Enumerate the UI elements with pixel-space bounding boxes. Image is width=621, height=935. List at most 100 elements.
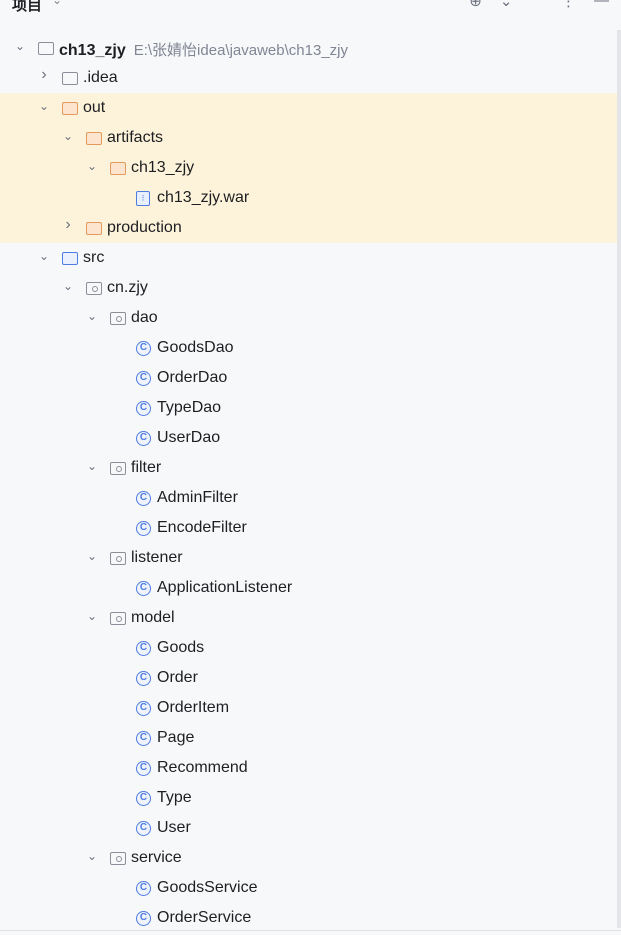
chevron-down-icon[interactable]: ⌄ <box>52 0 63 7</box>
tree-item[interactable]: C Goods <box>0 633 617 663</box>
class-icon: C <box>136 431 151 446</box>
chevron-down-icon[interactable]: ⌄ <box>38 99 50 113</box>
class-icon: C <box>136 911 151 926</box>
tree-item[interactable]: ⌄ model <box>0 603 617 633</box>
tree-item-text: GoodsService <box>157 879 258 897</box>
tree-item[interactable]: › production <box>0 213 617 243</box>
tree-item[interactable]: ⌄ ch13_zjy <box>0 153 617 183</box>
project-panel-header: 项目 ⌄ ⊕ ⌄ ⌃ ⋮ — <box>0 0 621 18</box>
chevron-down-icon[interactable]: ⌄ <box>62 129 74 143</box>
collapse-all-icon[interactable]: ⌃ <box>530 0 543 10</box>
project-tree: ⌄ ch13_zjy E:\张婧怡idea\javaweb\ch13_zjy › .id… <box>0 33 617 933</box>
tree-item[interactable]: C Page <box>0 723 617 753</box>
scrollbar[interactable] <box>617 30 621 928</box>
tree-item[interactable]: ⌄ src <box>0 243 617 273</box>
chevron-down-icon[interactable]: ⌄ <box>86 549 98 563</box>
tree-item-text: AdminFilter <box>157 489 238 507</box>
tree-item-text: ch13_zjy E:\张婧怡idea\javaweb\ch13_zjy <box>59 39 348 60</box>
chevron-right-icon[interactable]: › <box>65 216 71 233</box>
tree-item-label: dao <box>131 309 158 326</box>
tree-item-text: Goods <box>157 639 204 657</box>
tree-item-label: TypeDao <box>157 399 222 416</box>
tree-item[interactable]: ⌄ artifacts <box>0 123 617 153</box>
class-icon: C <box>136 341 151 356</box>
chevron-down-icon[interactable]: ⌄ <box>62 279 74 293</box>
tree-item-text: OrderDao <box>157 369 227 387</box>
tree-item-label: AdminFilter <box>157 489 238 506</box>
tree-item[interactable]: ⌄ filter <box>0 453 617 483</box>
class-icon: C <box>136 791 151 806</box>
tree-item-text: production <box>107 219 182 237</box>
tree-item-text: model <box>131 609 175 627</box>
chevron-down-icon[interactable]: ⌄ <box>86 849 98 863</box>
chevron-down-icon[interactable]: ⌄ <box>86 609 98 623</box>
chevron-down-icon[interactable]: ⌄ <box>14 39 26 53</box>
tree-item-label: ch13_zjy <box>131 159 195 176</box>
tree-item-label: Order <box>157 669 198 686</box>
tree-item[interactable]: ⌄out <box>0 93 617 123</box>
tree-item[interactable]: C UserDao <box>0 423 617 453</box>
tree-item[interactable]: C GoodsDao <box>0 333 617 363</box>
chevron-down-icon[interactable]: ⌄ <box>86 459 98 473</box>
class-icon: C <box>136 521 151 536</box>
tree-item-label: OrderDao <box>157 369 228 386</box>
tree-item-text: Order <box>157 669 198 687</box>
tree-item-text: EncodeFilter <box>157 519 247 537</box>
folder-icon <box>62 102 78 115</box>
tree-item[interactable]: ⌄cn.zjy <box>0 273 617 303</box>
folder-icon <box>86 132 102 145</box>
class-icon: C <box>136 371 151 386</box>
chevron-down-icon[interactable]: ⌄ <box>86 309 98 323</box>
tree-item-text: ApplicationListener <box>157 579 292 597</box>
tree-item-label: .idea <box>83 69 118 86</box>
tree-item-text: GoodsDao <box>157 339 234 357</box>
tree-item-text: TypeDao <box>157 399 221 417</box>
minimize-icon[interactable]: — <box>594 0 609 9</box>
tree-item[interactable]: ⁝ch13_zjy.war <box>0 183 617 213</box>
more-icon[interactable]: ⋮ <box>561 0 576 10</box>
tree-item-text: Page <box>157 729 194 747</box>
module-icon <box>38 42 54 55</box>
module-path: E:\张婧怡idea\javaweb\ch13_zjy <box>133 42 348 59</box>
tree-item[interactable]: ⌄listener <box>0 543 617 573</box>
tree-item[interactable]: ⌄ dao <box>0 303 617 333</box>
tree-item-text: Recommend <box>157 759 248 777</box>
tree-item-text: User <box>157 819 191 837</box>
chevron-down-icon[interactable]: ⌄ <box>86 159 98 173</box>
tree-item-label: ch13_zjy <box>59 42 126 59</box>
tree-item[interactable]: ⌄service <box>0 843 617 873</box>
panel-title[interactable]: 项目 <box>12 0 43 14</box>
class-icon: C <box>136 731 151 746</box>
class-icon: C <box>136 641 151 656</box>
expand-all-icon[interactable]: ⌄ <box>499 0 513 10</box>
tree-item-label: ApplicationListener <box>157 579 293 596</box>
tree-item[interactable]: C EncodeFilter <box>0 513 617 543</box>
tree-item-label: UserDao <box>157 429 221 446</box>
chevron-right-icon[interactable]: › <box>41 66 47 83</box>
tree-item-text: filter <box>131 459 161 477</box>
folder-icon <box>62 252 78 265</box>
tree-item-label: Type <box>157 789 192 806</box>
tree-item-label: artifacts <box>107 129 164 146</box>
tree-item[interactable]: › .idea <box>0 63 617 93</box>
tree-item-text: src <box>83 249 104 267</box>
tree-item[interactable]: ⌄ ch13_zjy E:\张婧怡idea\javaweb\ch13_zjy <box>0 33 617 63</box>
folder-icon <box>110 162 126 175</box>
tree-item-text: ch13_zjy <box>131 159 194 177</box>
tree-item[interactable]: C OrderDao <box>0 363 617 393</box>
tree-item-text: .idea <box>83 69 118 87</box>
locate-icon[interactable]: ⊕ <box>469 0 482 10</box>
tree-item-label: Page <box>157 729 195 746</box>
chevron-down-icon[interactable]: ⌄ <box>38 249 50 263</box>
tree-item[interactable]: C Type <box>0 783 617 813</box>
tree-item-text: dao <box>131 309 158 327</box>
